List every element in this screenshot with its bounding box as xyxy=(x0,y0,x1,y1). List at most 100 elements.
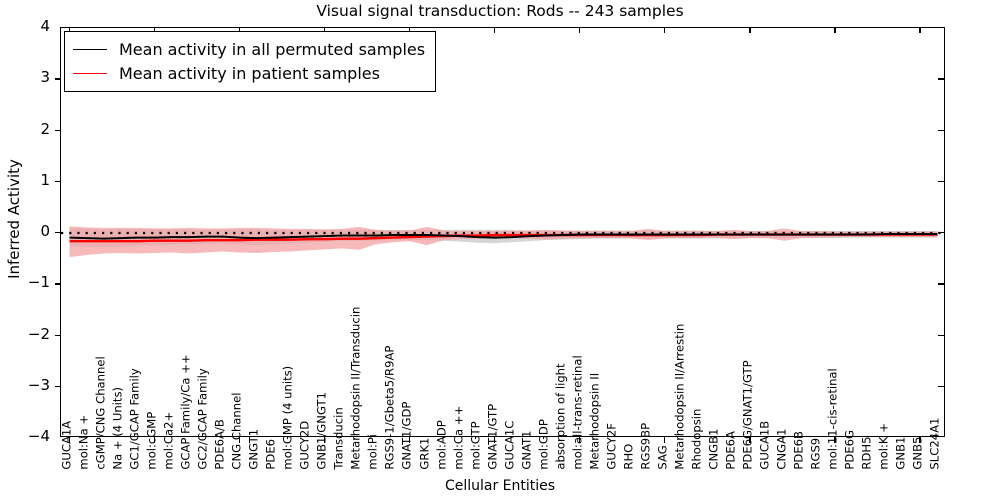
x-tick-mark xyxy=(919,437,921,443)
x-tick-label: PDE6A xyxy=(723,431,738,470)
x-tick-label: mol:GMP (4 units) xyxy=(280,366,295,470)
y-tick-mark xyxy=(55,129,61,131)
legend-item-permuted: Mean activity in all permuted samples xyxy=(73,37,425,61)
x-tick-mark xyxy=(408,437,411,443)
x-tick-label: GUCY2D xyxy=(297,421,312,470)
x-tick-label: mol:GDP xyxy=(536,419,551,470)
x-tick-label: PDE6A/B xyxy=(212,419,227,470)
x-tick-label: mol:GTP xyxy=(467,421,482,470)
x-tick-label: GUCA1A xyxy=(59,421,74,470)
permuted-mean-line xyxy=(69,233,938,240)
x-tick-label: CNG Channel xyxy=(229,392,244,470)
x-tick-label: Rhodopsin xyxy=(689,409,704,470)
y-tick-mark xyxy=(55,385,61,388)
y-tick-label: 3 xyxy=(40,68,50,87)
chart-title: Visual signal transduction: Rods -- 243 … xyxy=(316,2,684,20)
legend-swatch-patient xyxy=(73,72,107,74)
legend-label-patient: Mean activity in patient samples xyxy=(119,63,380,83)
x-tick-mark xyxy=(579,27,581,33)
x-tick-mark xyxy=(493,27,496,33)
y-tick-mark xyxy=(55,180,61,183)
x-tick-label: cGMP/CNG Channel xyxy=(93,356,108,470)
x-tick-label: RDH5 xyxy=(859,436,874,470)
x-tick-mark xyxy=(153,27,155,33)
y-tick-label: −1 xyxy=(27,273,50,292)
x-tick-label: GC1/GCAP Family xyxy=(127,368,142,470)
y-tick-mark xyxy=(55,78,61,80)
x-tick-label: PDE6 xyxy=(263,439,278,470)
x-tick-mark xyxy=(68,437,70,443)
y-tick-mark xyxy=(938,129,944,131)
y-tick-label: 1 xyxy=(40,170,50,189)
x-tick-label: mol:Ca ++ xyxy=(450,406,465,470)
y-tick-mark xyxy=(55,334,61,336)
y-tick-mark xyxy=(938,78,944,80)
y-tick-label: −3 xyxy=(27,375,50,394)
x-tick-mark xyxy=(919,27,921,33)
y-tick-label: 4 xyxy=(40,17,50,35)
x-tick-mark xyxy=(238,437,240,443)
x-tick-label: GNB1 xyxy=(893,437,908,470)
y-tick-mark xyxy=(55,232,61,234)
x-tick-label: GNB5 xyxy=(910,437,925,470)
x-tick-mark xyxy=(408,27,411,33)
x-tick-mark xyxy=(749,437,751,443)
x-tick-label: RHO xyxy=(621,444,636,470)
x-tick-label: mol:all-trans-retinal xyxy=(570,355,585,470)
y-tick-mark xyxy=(938,232,944,234)
y-tick-label: 0 xyxy=(40,222,50,240)
x-tick-label: mol:K + xyxy=(876,423,891,470)
x-tick-label: Metarhodopsin II xyxy=(587,373,602,470)
legend-item-patient: Mean activity in patient samples xyxy=(73,61,425,85)
plot-svg xyxy=(61,226,944,258)
x-tick-label: RGS9BP xyxy=(638,423,653,470)
y-tick-label: 2 xyxy=(40,119,50,138)
x-tick-label: PDE6G xyxy=(842,430,857,470)
y-tick-mark xyxy=(938,283,944,285)
x-tick-label: SLC24A1 xyxy=(927,418,942,470)
x-tick-label: GC2/GCAP Family xyxy=(195,368,210,470)
y-tick-label: −4 xyxy=(27,427,50,445)
x-tick-label: SAG xyxy=(655,445,670,470)
x-tick-label: GNB1/GNGT1 xyxy=(314,392,329,470)
y-tick-mark xyxy=(55,283,61,285)
x-tick-label: mol:ADP xyxy=(433,420,448,470)
y-tick-mark xyxy=(938,334,944,336)
y-tick-mark xyxy=(938,385,944,388)
legend-swatch-permuted xyxy=(73,48,107,50)
x-tick-label: mol:Ca2+ xyxy=(161,412,176,470)
plot-area xyxy=(60,27,945,437)
x-tick-label: absorption of light xyxy=(553,363,568,470)
x-tick-label: mol:cGMP xyxy=(144,412,159,470)
x-tick-label: Transducin xyxy=(331,407,346,470)
x-tick-mark xyxy=(493,437,496,443)
x-tick-label: Metarhodopsin II/Arrestin xyxy=(672,324,687,470)
x-tick-label: GNAT1/GDP xyxy=(399,402,414,470)
x-tick-label: CNGA1 xyxy=(774,428,789,470)
x-tick-label: Na + (4 Units) xyxy=(110,387,125,470)
y-tick-label: −2 xyxy=(27,324,50,343)
x-tick-label: CNGB1 xyxy=(706,428,721,470)
y-tick-mark xyxy=(938,180,944,183)
x-tick-mark xyxy=(579,437,581,443)
x-tick-label: Metarhodopsin II/Transducin xyxy=(348,307,363,470)
x-tick-mark xyxy=(153,437,155,443)
x-tick-label: RGS9 xyxy=(808,438,823,470)
x-tick-label: GUCA1C xyxy=(502,421,517,470)
x-tick-label: GRK1 xyxy=(416,437,431,470)
x-tick-mark xyxy=(323,27,326,33)
x-tick-label: mol:Na + xyxy=(76,415,91,470)
chart-legend: Mean activity in all permuted samples Me… xyxy=(64,31,437,92)
x-tick-label: PDE6G/GNAT1/GTP xyxy=(740,360,755,470)
x-tick-mark xyxy=(68,27,70,33)
x-tick-mark xyxy=(749,27,751,33)
x-tick-label: GUCA1B xyxy=(757,421,772,470)
x-tick-mark xyxy=(238,27,240,33)
x-tick-mark xyxy=(664,437,666,443)
x-tick-label: GCAP Family/Ca ++ xyxy=(178,354,193,470)
x-tick-label: GNAT1/GTP xyxy=(484,404,499,470)
x-axis-title: Cellular Entities xyxy=(444,478,556,494)
x-tick-mark xyxy=(323,437,326,443)
x-tick-label: GNAT1 xyxy=(519,430,534,470)
